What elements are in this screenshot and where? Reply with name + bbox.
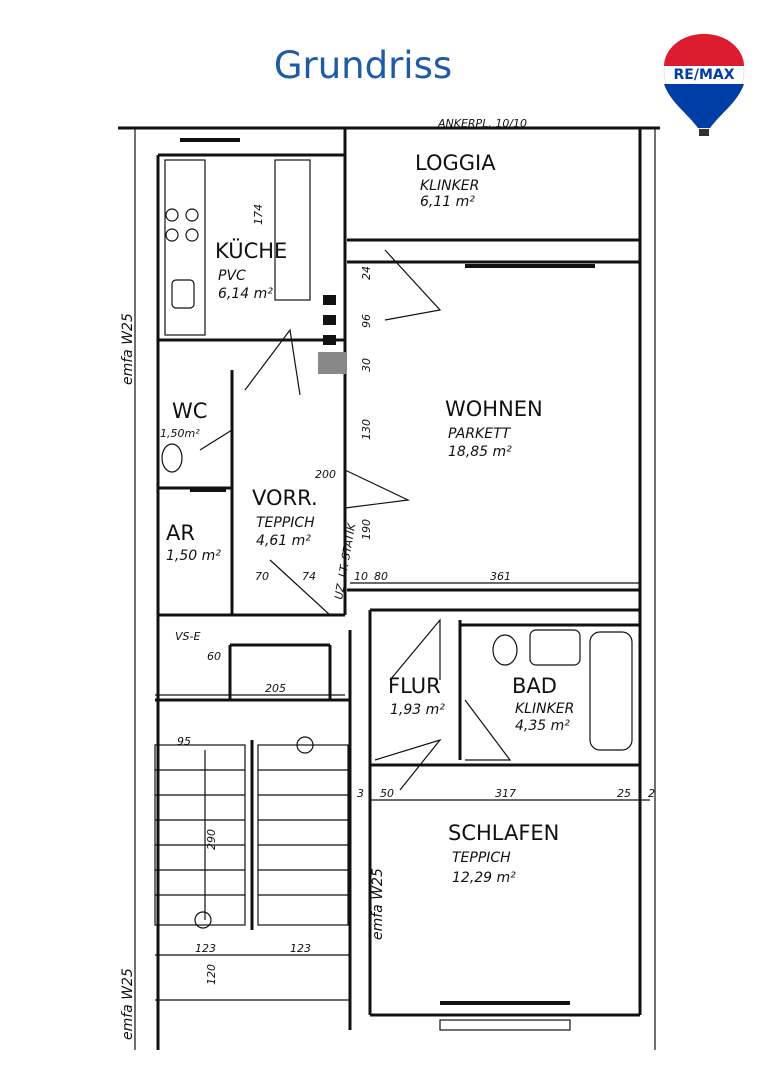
- windows: [180, 138, 595, 1031]
- room-wohnen: WOHNEN PARKETT 18,85 m²: [445, 397, 543, 460]
- walls: [118, 126, 660, 1050]
- dim-label: 96: [360, 314, 373, 328]
- chimney-label: emfa W25: [120, 968, 136, 1040]
- room-floor: KLINKER: [420, 178, 479, 194]
- dim-label: 123: [195, 942, 216, 955]
- room-floor: TEPPICH: [256, 515, 315, 531]
- room-area: 6,14 m²: [218, 286, 273, 302]
- room-area: 1,93 m²: [390, 702, 445, 718]
- room-name: BAD: [512, 674, 557, 698]
- dim-label: 205: [265, 682, 286, 695]
- room-name: VORR.: [252, 486, 318, 510]
- chimney-label: emfa W25: [370, 868, 386, 940]
- page-title: Grundriss: [273, 44, 453, 87]
- dim-label: 190: [360, 519, 373, 540]
- dim-label: 290: [205, 829, 218, 850]
- room-name: WC: [172, 399, 207, 423]
- remax-balloon-logo: RE/MAX: [663, 33, 745, 136]
- room-floor: PARKETT: [448, 426, 512, 442]
- room-kueche: KÜCHE PVC 6,14 m²: [215, 238, 287, 302]
- room-area: 4,61 m²: [256, 533, 311, 549]
- dim-label: 70: [255, 570, 269, 583]
- room-area: 6,11 m²: [420, 194, 475, 210]
- dim-label: 361: [490, 570, 511, 583]
- dim-label: 95: [177, 735, 191, 748]
- room-area: 1,50 m²: [166, 548, 221, 564]
- room-floor: PVC: [218, 268, 246, 284]
- dim-label: 24: [360, 266, 373, 280]
- room-floor: TEPPICH: [452, 850, 511, 866]
- dim-label: VS-E: [175, 630, 200, 643]
- room-wc: WC 1,50m²: [160, 399, 207, 440]
- dim-label: 317: [495, 787, 516, 800]
- dim-label: 120: [205, 964, 218, 985]
- room-schlafen: SCHLAFEN TEPPICH 12,29 m²: [448, 821, 559, 886]
- anchor-annotation: ANKERPL. 10/10: [437, 117, 527, 130]
- room-name: FLUR: [388, 674, 441, 698]
- room-loggia: LOGGIA KLINKER 6,11 m²: [415, 151, 496, 210]
- room-area: 4,35 m²: [515, 718, 570, 734]
- dim-label: 200: [315, 468, 336, 481]
- dim-label: 74: [302, 570, 316, 583]
- dim-label: 30: [360, 358, 373, 372]
- dim-label: 2: [648, 787, 655, 800]
- room-name: LOGGIA: [415, 151, 496, 175]
- dim-label: 174: [252, 204, 265, 225]
- room-area: 18,85 m²: [448, 444, 512, 460]
- room-vorraum: VORR. TEPPICH 4,61 m²: [252, 486, 318, 549]
- room-name: AR: [166, 521, 195, 545]
- fixtures: [161, 159, 633, 751]
- room-area: 1,50m²: [160, 427, 200, 440]
- dim-label: 130: [360, 419, 373, 440]
- dim-label: 80: [374, 570, 388, 583]
- dim-label: 50: [380, 787, 394, 800]
- room-flur: FLUR 1,93 m²: [388, 674, 445, 718]
- door-swings: [199, 249, 512, 791]
- dimensions: 361 317 205 123 123 25 2 3 50 10 80 74 7…: [120, 204, 655, 1040]
- svg-text:RE/MAX: RE/MAX: [673, 67, 734, 83]
- room-bad: BAD KLINKER 4,35 m²: [512, 674, 574, 734]
- dim-label: 60: [207, 650, 221, 663]
- dim-label: 25: [617, 787, 631, 800]
- room-name: WOHNEN: [445, 397, 543, 421]
- dim-label: 123: [290, 942, 311, 955]
- room-name: KÜCHE: [215, 238, 287, 263]
- room-abstellraum: AR 1,50 m²: [166, 521, 221, 564]
- dim-label: 3: [357, 787, 364, 800]
- room-name: SCHLAFEN: [448, 821, 559, 845]
- dim-label: 10: [354, 570, 368, 583]
- chimney-label: emfa W25: [120, 313, 136, 385]
- room-floor: KLINKER: [515, 701, 574, 717]
- room-area: 12,29 m²: [452, 870, 516, 886]
- staircase: [154, 736, 349, 930]
